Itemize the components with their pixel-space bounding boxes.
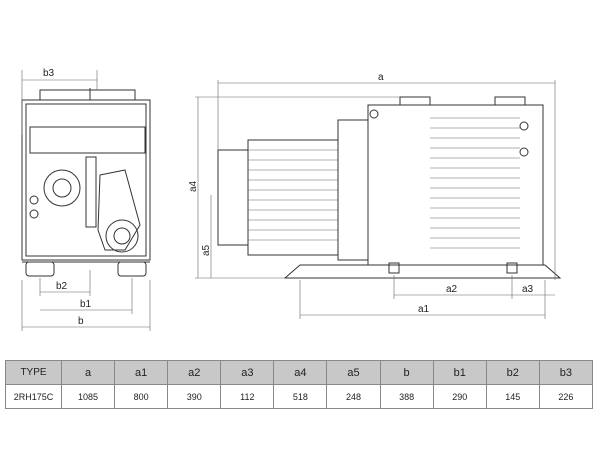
header-b2: b2 <box>485 360 540 385</box>
cell-b: 388 <box>379 384 434 409</box>
dim-label-b3: b3 <box>43 68 55 79</box>
cell-a5: 248 <box>326 384 381 409</box>
header-b: b <box>379 360 434 385</box>
pump-dimension-drawing: b3 a a4 a5 b2 b1 b a2 a3 a1 <box>21 68 562 331</box>
dim-label-a2: a2 <box>446 284 458 295</box>
dim-label-b1: b1 <box>80 299 92 310</box>
header-a3: a3 <box>220 360 275 385</box>
front-view <box>217 96 562 279</box>
header-b3: b3 <box>538 360 594 385</box>
dim-label-a4: a4 <box>188 180 199 192</box>
cell-b3: 226 <box>538 384 594 409</box>
dim-label-b2: b2 <box>56 281 68 292</box>
dimension-lines <box>21 70 556 331</box>
cell-b1: 290 <box>432 384 487 409</box>
cell-a1: 800 <box>114 384 169 409</box>
cell-a: 1085 <box>60 384 116 409</box>
side-view <box>21 88 151 277</box>
header-a4: a4 <box>273 360 328 385</box>
dim-label-a3: a3 <box>522 284 534 295</box>
cell-a2: 390 <box>167 384 222 409</box>
cell-a4: 518 <box>273 384 328 409</box>
header-a5: a5 <box>326 360 381 385</box>
dim-label-a5: a5 <box>201 244 212 256</box>
cell-a3: 112 <box>220 384 275 409</box>
dim-label-a1: a1 <box>418 304 430 315</box>
header-a2: a2 <box>167 360 222 385</box>
header-b1: b1 <box>432 360 487 385</box>
cell-type: 2RH175C <box>5 384 62 409</box>
cell-b2: 145 <box>485 384 540 409</box>
table-header-row: TYPE a a1 a2 a3 a4 a5 b b1 b2 b3 <box>5 360 594 385</box>
header-type: TYPE <box>5 360 62 385</box>
header-a1: a1 <box>114 360 169 385</box>
header-a: a <box>60 360 116 385</box>
dimension-table: TYPE a a1 a2 a3 a4 a5 b b1 b2 b3 2RH175C… <box>5 360 594 409</box>
dim-label-a: a <box>378 72 384 83</box>
dim-label-b: b <box>78 316 84 327</box>
table-row: 2RH175C 1085 800 390 112 518 248 388 290… <box>5 384 594 409</box>
